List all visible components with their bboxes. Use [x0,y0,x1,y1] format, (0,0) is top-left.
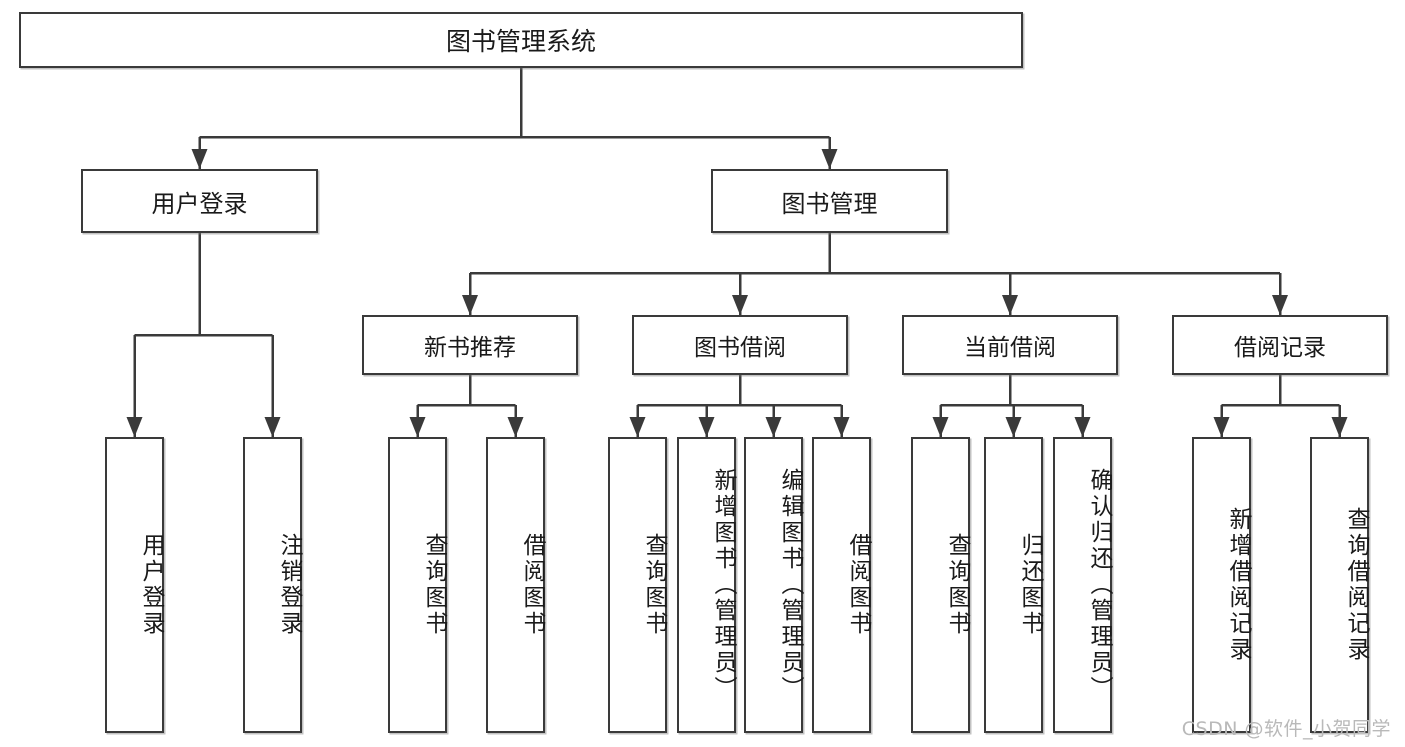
node-label: 查询图书 [641,533,667,637]
node-l3a[interactable]: 新书推荐 [362,315,578,375]
node-label: 查询借阅记录 [1343,507,1369,663]
node-label: 查询图书 [421,533,447,637]
node-label: 新增借阅记录 [1225,507,1251,663]
node-label: 借阅图书 [845,533,871,637]
node-lf11[interactable]: 确认归还（管理员） [1053,437,1112,733]
node-lf8[interactable]: 借阅图书 [812,437,871,733]
node-label: 编辑图书（管理员） [777,468,803,702]
node-l2b[interactable]: 图书管理 [711,169,948,233]
node-lf9[interactable]: 查询图书 [911,437,970,733]
watermark: CSDN @软件_小贺同学 [1181,718,1391,740]
node-l3d[interactable]: 借阅记录 [1172,315,1388,375]
node-l3b[interactable]: 图书借阅 [632,315,848,375]
node-lf7[interactable]: 编辑图书（管理员） [744,437,803,733]
node-lf10[interactable]: 归还图书 [984,437,1043,733]
node-label: 借阅图书 [519,533,545,637]
node-lf6[interactable]: 新增图书（管理员） [677,437,736,733]
node-lf1[interactable]: 用户登录 [105,437,164,733]
node-root[interactable]: 图书管理系统 [19,12,1023,68]
node-label: 确认归还（管理员） [1086,468,1112,702]
node-label: 图书管理系统 [445,27,596,56]
node-label: 图书管理 [781,189,878,218]
node-l3c[interactable]: 当前借阅 [902,315,1118,375]
node-label: 注销登录 [276,533,302,637]
node-label: 归还图书 [1017,533,1043,637]
node-lf5[interactable]: 查询图书 [608,437,667,733]
node-label: 新增图书（管理员） [710,468,736,702]
node-label: 用户登录 [138,533,164,637]
node-label: 用户登录 [151,189,248,218]
node-label: 当前借阅 [964,335,1056,361]
node-lf3[interactable]: 查询图书 [388,437,447,733]
node-l2a[interactable]: 用户登录 [81,169,318,233]
node-lf12[interactable]: 新增借阅记录 [1192,437,1251,733]
node-label: 借阅记录 [1234,335,1326,361]
node-lf4[interactable]: 借阅图书 [486,437,545,733]
node-lf2[interactable]: 注销登录 [243,437,302,733]
node-label: 查询图书 [944,533,970,637]
node-label: 图书借阅 [694,335,786,361]
node-lf13[interactable]: 查询借阅记录 [1310,437,1369,733]
node-label: 新书推荐 [424,335,516,361]
